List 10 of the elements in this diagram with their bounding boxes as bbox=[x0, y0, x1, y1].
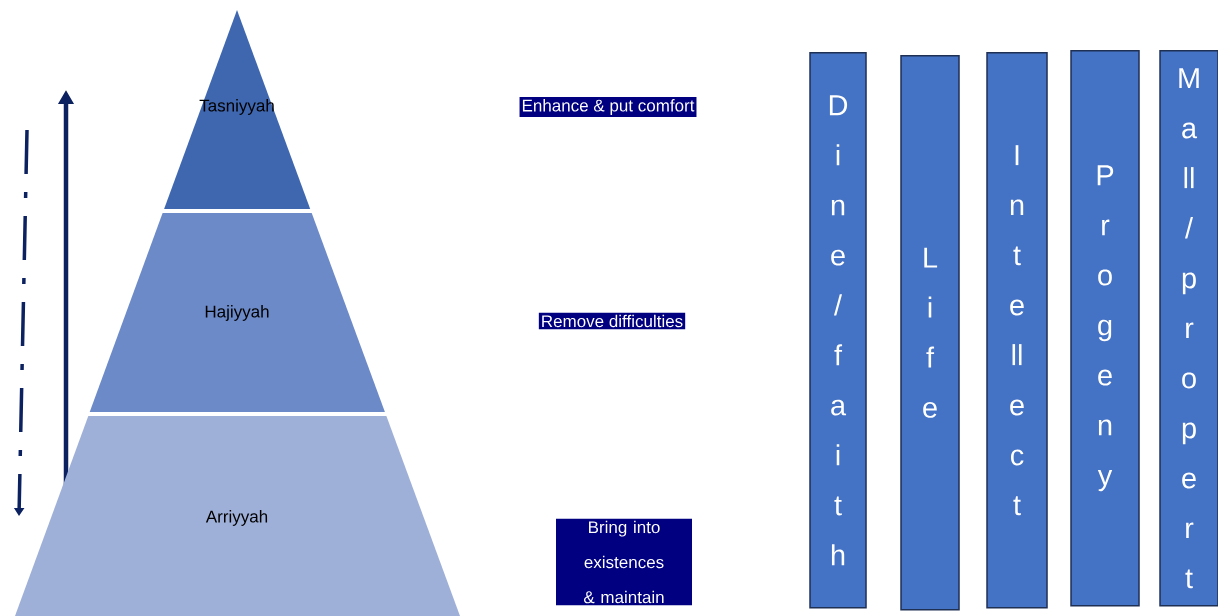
text-label: Enhance & put comfort bbox=[519, 97, 697, 117]
pillar-box: Dine/faith bbox=[809, 52, 867, 609]
pyramid-band: Hajiyyah bbox=[89, 213, 385, 412]
pillar-box: Progeny bbox=[1070, 50, 1140, 607]
text-label: Remove difficulties bbox=[538, 312, 686, 330]
text-label: Bring into existences & maintain bbox=[556, 518, 692, 606]
pyramid-band: Arriyyah bbox=[15, 416, 460, 616]
pillar-box: Mall/propert bbox=[1159, 50, 1218, 607]
pillar-box: Life bbox=[900, 55, 960, 611]
pillar-box: Intellect bbox=[986, 52, 1048, 609]
